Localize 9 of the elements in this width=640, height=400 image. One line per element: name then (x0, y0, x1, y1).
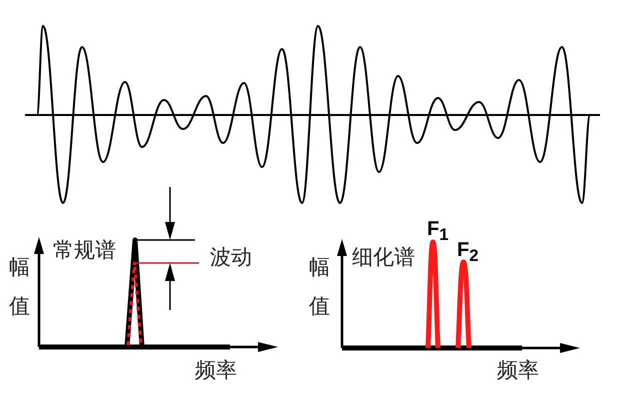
axis-label: 幅值 (9, 254, 31, 320)
axis-label: 幅值 (309, 254, 331, 320)
spectrum-title: 细化谱 (352, 245, 415, 270)
axis-label: 频率 (497, 358, 539, 383)
dimension-label: 波动 (210, 245, 252, 270)
axis-label: 频率 (195, 358, 237, 383)
peak-label: F$_{2}$ (457, 238, 478, 267)
peak-label: F$_{1}$ (427, 217, 448, 246)
spectrum-title: 常规谱 (53, 238, 116, 263)
